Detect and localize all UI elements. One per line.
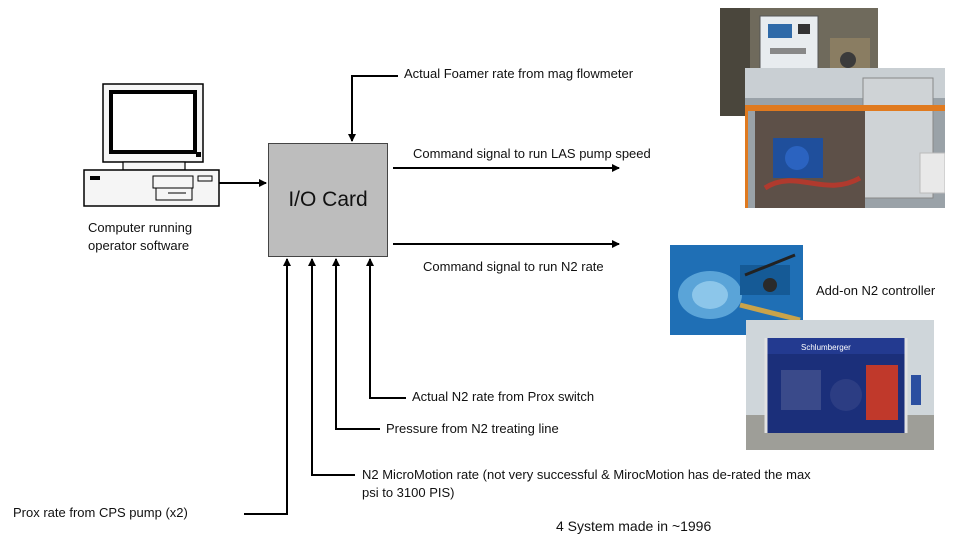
n2-pressure-arrow	[332, 258, 380, 430]
n2-pressure-label: Pressure from N2 treating line	[386, 421, 559, 436]
cps-prox-arrow	[244, 258, 291, 515]
foamer-label: Actual Foamer rate from mag flowmeter	[404, 66, 634, 81]
io-card: I/O Card	[268, 143, 388, 257]
n2-controller-photo	[670, 245, 803, 335]
n2-prox-arrow	[366, 258, 406, 399]
foamer-input-arrow	[348, 75, 398, 142]
n2-prox-label: Actual N2 rate from Prox switch	[412, 389, 595, 404]
micromotion-label-line2: psi to 3100 PIS)	[362, 485, 455, 500]
micromotion-label-line1: N2 MicroMotion rate (not very successful…	[362, 467, 811, 482]
computer-caption-line1: Computer running	[88, 220, 193, 235]
micromotion-arrow	[308, 258, 355, 476]
n2-command-label: Command signal to run N2 rate	[423, 259, 604, 274]
addon-n2-controller-caption: Add-on N2 controller	[816, 283, 936, 298]
computer-icon	[83, 83, 220, 207]
cps-prox-label: Prox rate from CPS pump (x2)	[13, 505, 188, 520]
footer-note: 4 System made in ~1996	[556, 518, 712, 534]
las-pump-photo	[745, 68, 945, 208]
n2-unit-photo: Schlumberger	[746, 320, 934, 450]
las-command-label: Command signal to run LAS pump speed	[413, 146, 651, 161]
io-card-label: I/O Card	[288, 188, 368, 211]
computer-caption-line2: operator software	[88, 238, 190, 253]
unit-brand-text: Schlumberger	[801, 343, 851, 352]
